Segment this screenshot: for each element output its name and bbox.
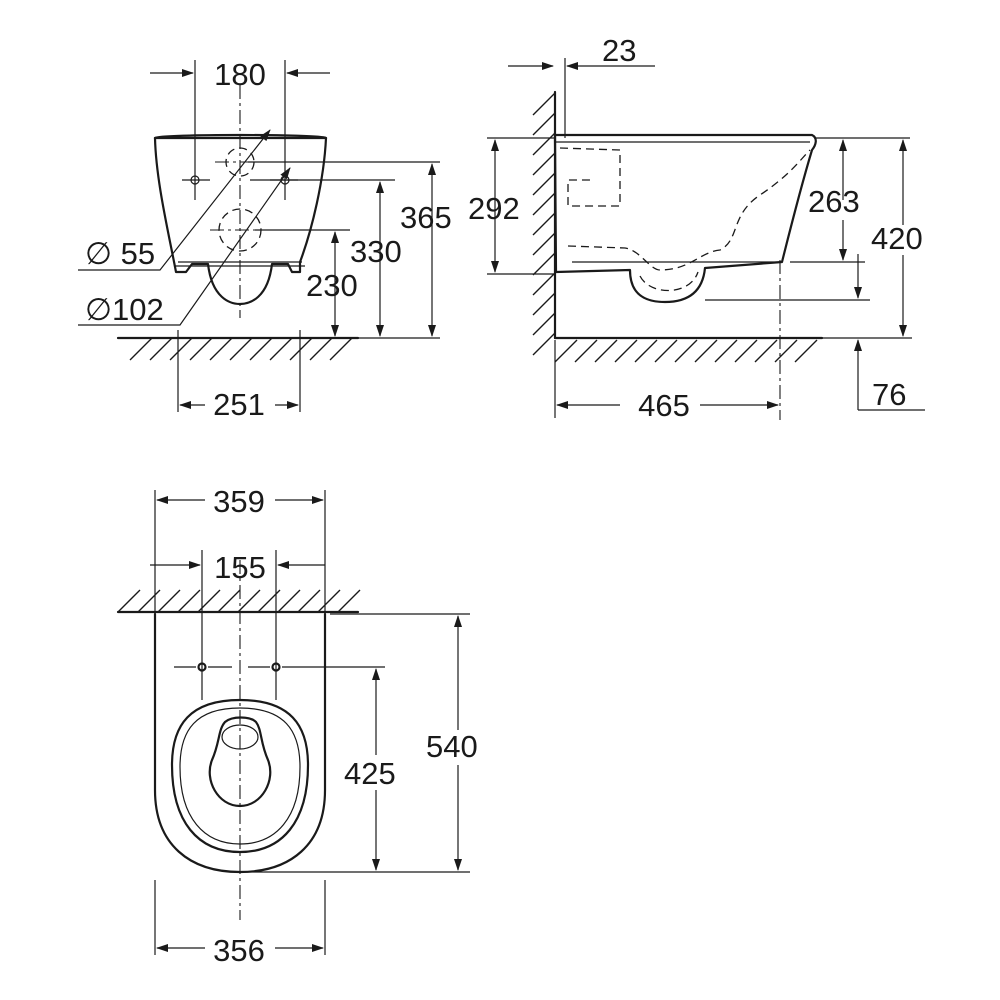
- dim-359-label: 359: [213, 484, 265, 519]
- dim-330-label: 330: [350, 234, 402, 269]
- side-hidden-flush-channel: [559, 147, 811, 271]
- side-floor-hatching: [553, 336, 824, 363]
- dim-155-label: 155: [214, 550, 266, 585]
- dim-263-label: 263: [808, 184, 860, 219]
- dim-diameter-102-label: ∅102: [85, 292, 164, 327]
- side-bowl-outline: [553, 133, 817, 304]
- dim-420-label: 420: [871, 221, 923, 256]
- top-view: 359 155 540 425 356: [116, 484, 478, 968]
- dim-540-label: 540: [426, 729, 478, 764]
- front-floor-hatching: [116, 336, 360, 361]
- side-view: 23 292 263 420 465 76: [468, 33, 925, 423]
- dim-251-label: 251: [213, 387, 265, 422]
- dim-23-label: 23: [602, 33, 636, 68]
- dim-diameter-55-label: ∅ 55: [85, 236, 155, 271]
- dim-292-label: 292: [468, 191, 520, 226]
- top-seat-opening: [170, 698, 310, 854]
- dim-180-label: 180: [214, 57, 266, 92]
- fixing-hole-left: [190, 175, 200, 185]
- dim-356-label: 356: [213, 933, 265, 968]
- dim-425-label: 425: [344, 756, 396, 791]
- top-wall-hatching: [116, 589, 361, 614]
- dim-76-label: 76: [872, 377, 906, 412]
- dim-365-label: 365: [400, 200, 452, 235]
- top-bowl-well: [208, 716, 272, 808]
- dim-230-label: 230: [306, 268, 358, 303]
- front-view: 180 ∅ 55 ∅102 365 330 230 251: [78, 57, 452, 422]
- dim-465-label: 465: [638, 388, 690, 423]
- side-wall-hatching: [532, 90, 557, 356]
